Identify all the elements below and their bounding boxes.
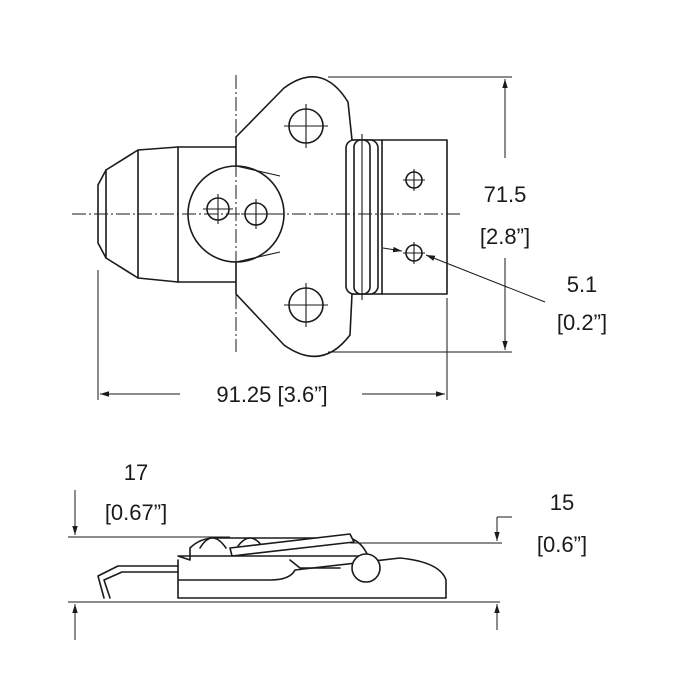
height-dimension: 71.5 [2.8”] (328, 76, 530, 353)
height-mm-label: 71.5 (484, 182, 527, 207)
hole-inch-label: [0.2”] (557, 310, 607, 335)
base-height-mm-label: 15 (550, 490, 574, 515)
width-dimension: 91.25 [3.6”] (97, 270, 448, 407)
catch-hole-lower (403, 242, 425, 264)
top-view (72, 75, 462, 358)
mounting-hole-top (284, 104, 328, 148)
catch-hole-upper (403, 169, 425, 191)
height-inch-label: [2.8”] (480, 224, 530, 249)
hole-dimension: 5.1 [0.2”] (382, 246, 607, 335)
side-height-dimension: 17 [0.67”] (68, 460, 500, 640)
base-height-inch-label: [0.6”] (537, 532, 587, 557)
side-height-inch-label: [0.67”] (105, 500, 167, 525)
mounting-hole-bottom (284, 283, 328, 327)
hole-mm-label: 5.1 (567, 272, 598, 297)
width-label: 91.25 [3.6”] (216, 382, 327, 407)
side-view (97, 533, 447, 599)
base-height-dimension: 15 [0.6”] (350, 490, 587, 630)
side-height-mm-label: 17 (124, 460, 148, 485)
